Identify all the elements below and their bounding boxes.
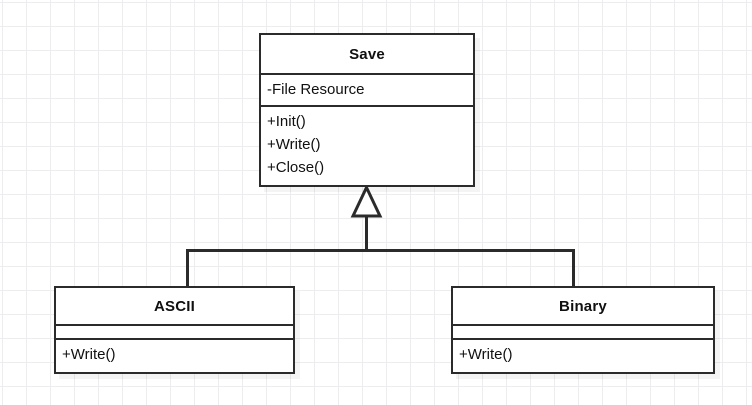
class-name-binary: Binary (559, 297, 607, 315)
generalization-branch-left (186, 249, 189, 287)
methods-compartment-binary: +Write() (453, 338, 713, 372)
class-box-binary[interactable]: Binary +Write() (451, 286, 715, 374)
attributes-compartment-save: -File Resource (261, 73, 473, 105)
class-box-ascii[interactable]: ASCII +Write() (54, 286, 295, 374)
method-write-save: +Write() (267, 136, 321, 153)
class-name-ascii: ASCII (153, 297, 195, 315)
class-name-save: Save (349, 45, 385, 63)
generalization-stem (365, 215, 368, 252)
generalization-arrowhead-icon (350, 183, 383, 218)
class-name-compartment-save: Save (261, 35, 473, 73)
methods-compartment-ascii: +Write() (56, 338, 293, 372)
class-name-compartment-binary: Binary (453, 288, 713, 324)
method-write-ascii: +Write() (62, 346, 116, 363)
methods-compartment-save: +Init() +Write() +Close() (261, 105, 473, 185)
method-close: +Close() (267, 159, 325, 176)
method-init: +Init() (267, 113, 306, 130)
class-box-save[interactable]: Save -File Resource +Init() +Write() +Cl… (259, 33, 475, 187)
attributes-compartment-binary (453, 324, 713, 338)
attribute-file-resource: -File Resource (267, 81, 365, 98)
generalization-branch-right (572, 249, 575, 287)
generalization-crossbar (186, 249, 575, 252)
method-write-binary: +Write() (459, 346, 513, 363)
attributes-compartment-ascii (56, 324, 293, 338)
class-name-compartment-ascii: ASCII (56, 288, 293, 324)
